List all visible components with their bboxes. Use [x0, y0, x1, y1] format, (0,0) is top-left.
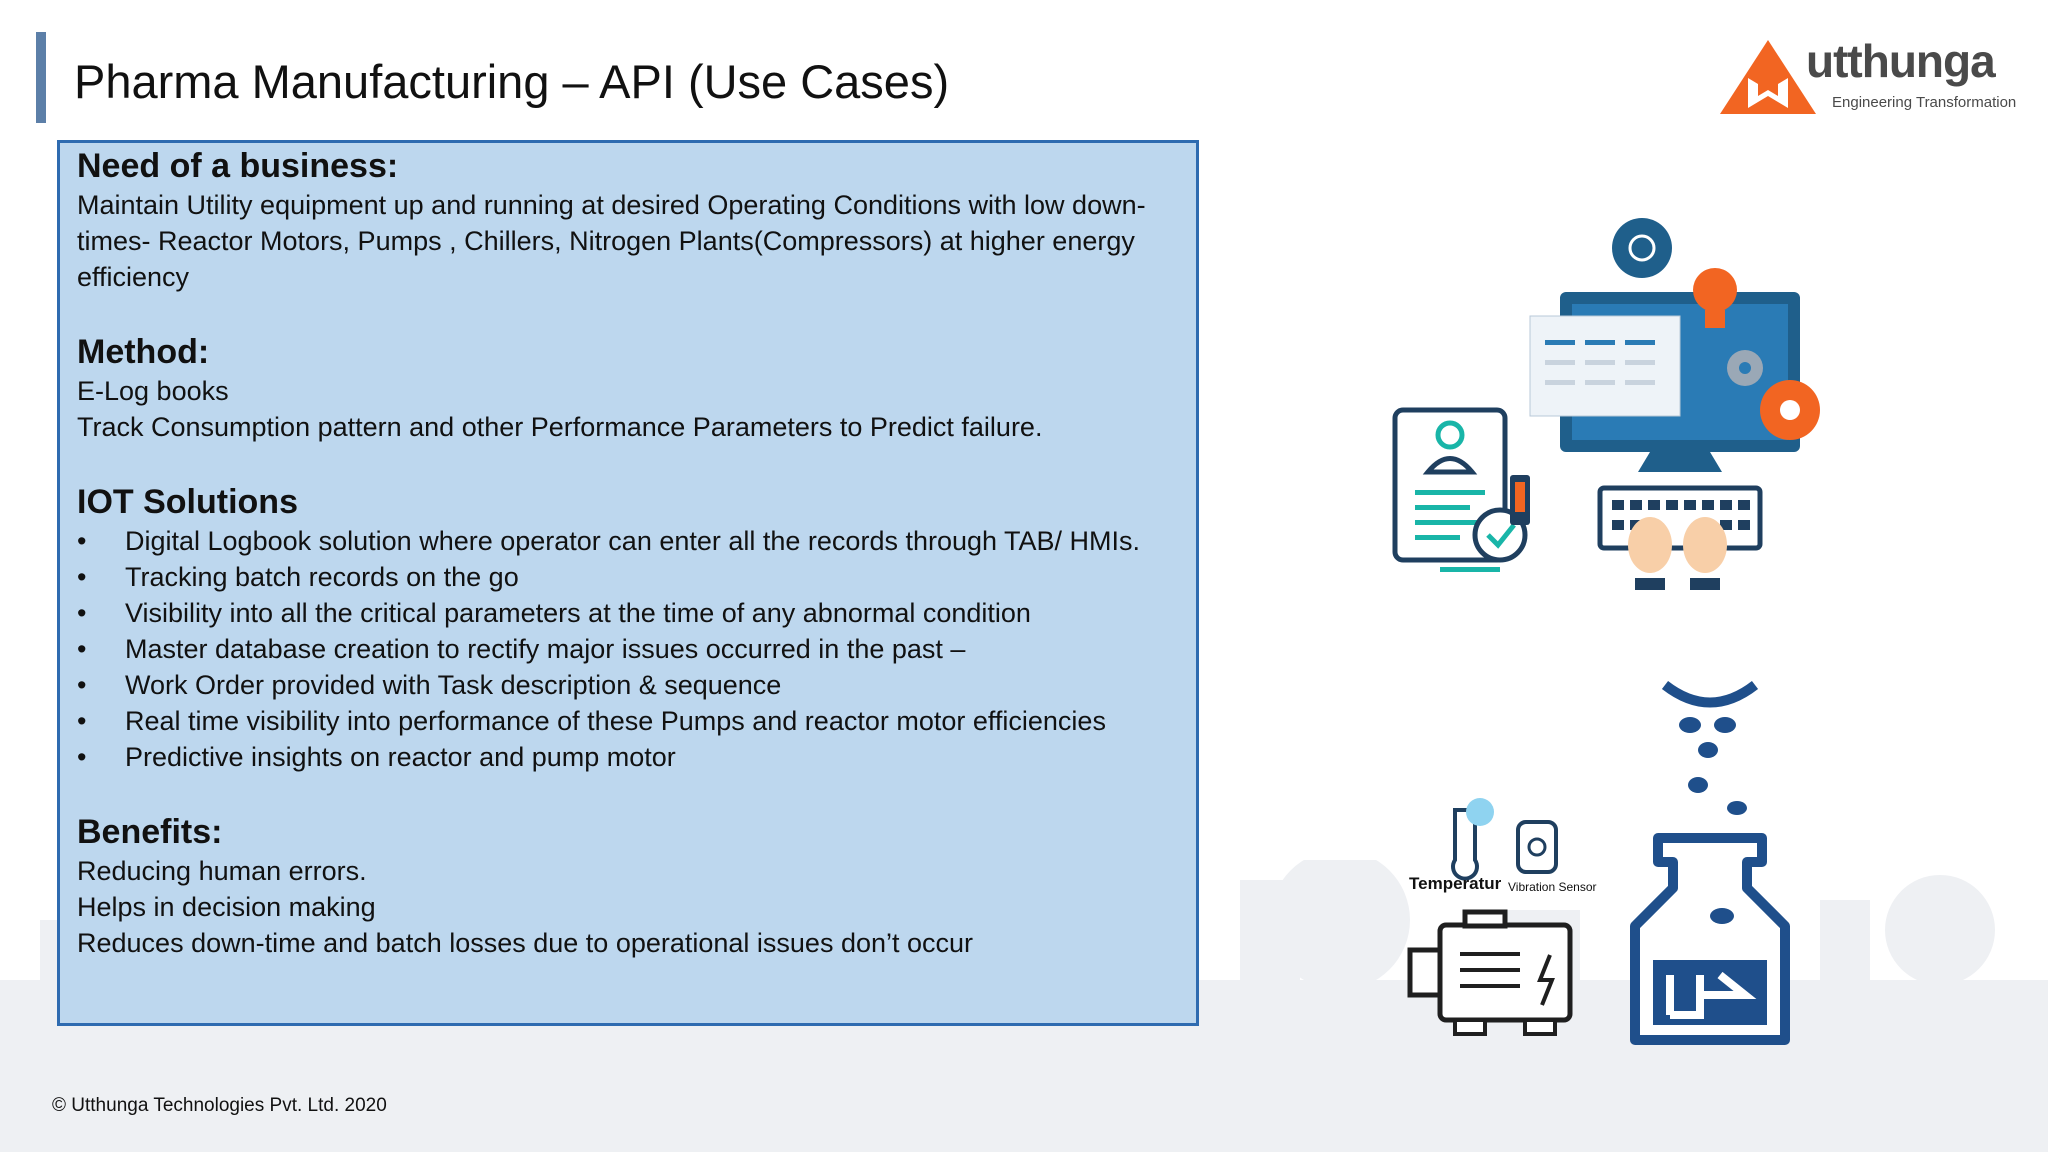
lightbulb-icon — [1693, 268, 1737, 312]
list-item: • Work Order provided with Task descripti… — [77, 667, 1187, 703]
flask-drops-icon — [1661, 680, 1759, 708]
panel-content: Need of a business: Maintain Utility equ… — [77, 143, 1187, 961]
method-heading: Method: — [77, 333, 210, 371]
benefits-line-2: Helps in decision making — [77, 892, 376, 922]
list-item: • Visibility into all the critical parame… — [77, 595, 1187, 631]
sensor-illustration — [1407, 680, 1790, 1045]
company-logo: utthunga Engineering Transformation — [1718, 35, 2016, 118]
benefits-heading: Benefits: — [77, 813, 223, 851]
list-item-text: Predictive insights on reactor and pump … — [125, 742, 676, 772]
vibration-sensor-icon — [1516, 820, 1558, 874]
bullet-icon: • — [77, 526, 87, 556]
vibration-sensor-label: Vibration Sensor — [1508, 880, 1597, 894]
bullet-icon: • — [77, 670, 87, 700]
need-heading: Need of a business: — [77, 147, 399, 185]
benefits-line-1: Reducing human errors. — [77, 856, 367, 886]
list-item: • Master database creation to rectify maj… — [77, 631, 1187, 667]
bullet-icon: • — [77, 634, 87, 664]
keyboard-icon — [1597, 485, 1763, 551]
list-item-text: Digital Logbook solution where operator … — [125, 526, 1141, 556]
method-line-1: E-Log books — [77, 376, 229, 406]
bullet-icon: • — [77, 598, 87, 628]
bullet-icon: • — [77, 706, 87, 736]
list-item: • Predictive insights on reactor and pump… — [77, 739, 1187, 775]
temperature-sensor-label: Temperatur — [1409, 874, 1502, 893]
need-line-1: Maintain Utility equipment up and runnin… — [77, 190, 1146, 220]
globe-icon — [1612, 218, 1672, 278]
list-item-text: Work Order provided with Task descriptio… — [125, 670, 782, 700]
motor-icon — [1437, 922, 1573, 1023]
logo-wordmark: utthunga — [1806, 35, 1996, 87]
iot-solutions-list: • Digital Logbook solution where operator… — [77, 523, 1187, 775]
hands-icon — [1628, 517, 1672, 573]
content-panel: Need of a business: Maintain Utility equ… — [57, 140, 1199, 1026]
list-item-text: Master database creation to rectify majo… — [125, 634, 966, 664]
list-item: • Tracking batch records on the go — [77, 559, 1187, 595]
list-item: • Digital Logbook solution where operator… — [77, 523, 1187, 559]
bullet-icon: • — [77, 742, 87, 772]
utthunga-logo-mark-icon — [1720, 40, 1816, 114]
logo-tagline: Engineering Transformation — [1832, 94, 2017, 111]
digital-logbook-illustration — [1392, 218, 1820, 590]
need-line-3: efficiency — [77, 262, 190, 292]
page-title: Pharma Manufacturing – API (Use Cases) — [74, 55, 950, 108]
benefits-line-3: Reduces down-time and batch losses due t… — [77, 928, 974, 958]
need-line-2: times- Reactor Motors, Pumps , Chillers,… — [77, 226, 1135, 256]
method-line-2: Track Consumption pattern and other Perf… — [77, 412, 1043, 442]
iot-heading: IOT Solutions — [77, 483, 298, 521]
list-item: • Real time visibility into performance o… — [77, 703, 1187, 739]
list-item-text: Tracking batch records on the go — [125, 562, 519, 592]
title-accent-bar — [36, 32, 46, 123]
list-item-text: Real time visibility into performance of… — [125, 706, 1106, 736]
bullet-icon: • — [77, 562, 87, 592]
list-item-text: Visibility into all the critical paramet… — [125, 598, 1031, 628]
footer-copyright: © Utthunga Technologies Pvt. Ltd. 2020 — [52, 1095, 387, 1116]
thermometer-icon — [1451, 808, 1479, 881]
